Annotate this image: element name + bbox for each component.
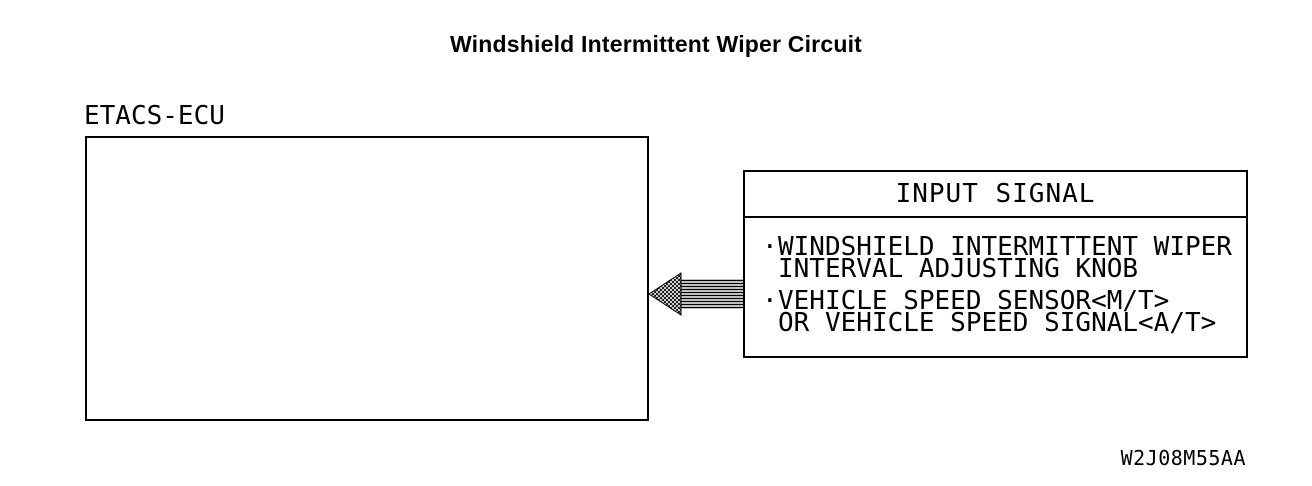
list-item-text: VEHICLE SPEED SENSOR<M/T> OR VEHICLE SPE… — [778, 286, 1217, 338]
etacs-ecu-box — [85, 136, 649, 421]
input-signal-box: INPUT SIGNAL · WINDSHIELD INTERMITTENT W… — [743, 170, 1248, 358]
list-item-line: WINDSHIELD INTERMITTENT WIPER — [778, 232, 1232, 262]
bullet-dot: · — [762, 232, 778, 262]
etacs-ecu-label: ETACS-ECU — [84, 101, 225, 131]
list-item: · WINDSHIELD INTERMITTENT WIPER INTERVAL… — [762, 232, 1240, 284]
list-item-line: VEHICLE SPEED SENSOR<M/T> — [778, 286, 1170, 316]
list-item-line: OR VEHICLE SPEED SIGNAL<A/T> — [778, 308, 1217, 338]
input-signal-body: · WINDSHIELD INTERMITTENT WIPER INTERVAL… — [745, 218, 1246, 338]
page-title: Windshield Intermittent Wiper Circuit — [449, 31, 863, 57]
list-item-line: INTERVAL ADJUSTING KNOB — [778, 254, 1139, 284]
bullet-dot: · — [762, 286, 778, 316]
figure-code: W2J08M55AA — [1120, 446, 1246, 470]
list-item: · VEHICLE SPEED SENSOR<M/T> OR VEHICLE S… — [762, 286, 1240, 338]
left-arrow-icon — [649, 272, 744, 316]
input-signal-header: INPUT SIGNAL — [745, 172, 1246, 218]
list-item-text: WINDSHIELD INTERMITTENT WIPER INTERVAL A… — [778, 232, 1232, 284]
